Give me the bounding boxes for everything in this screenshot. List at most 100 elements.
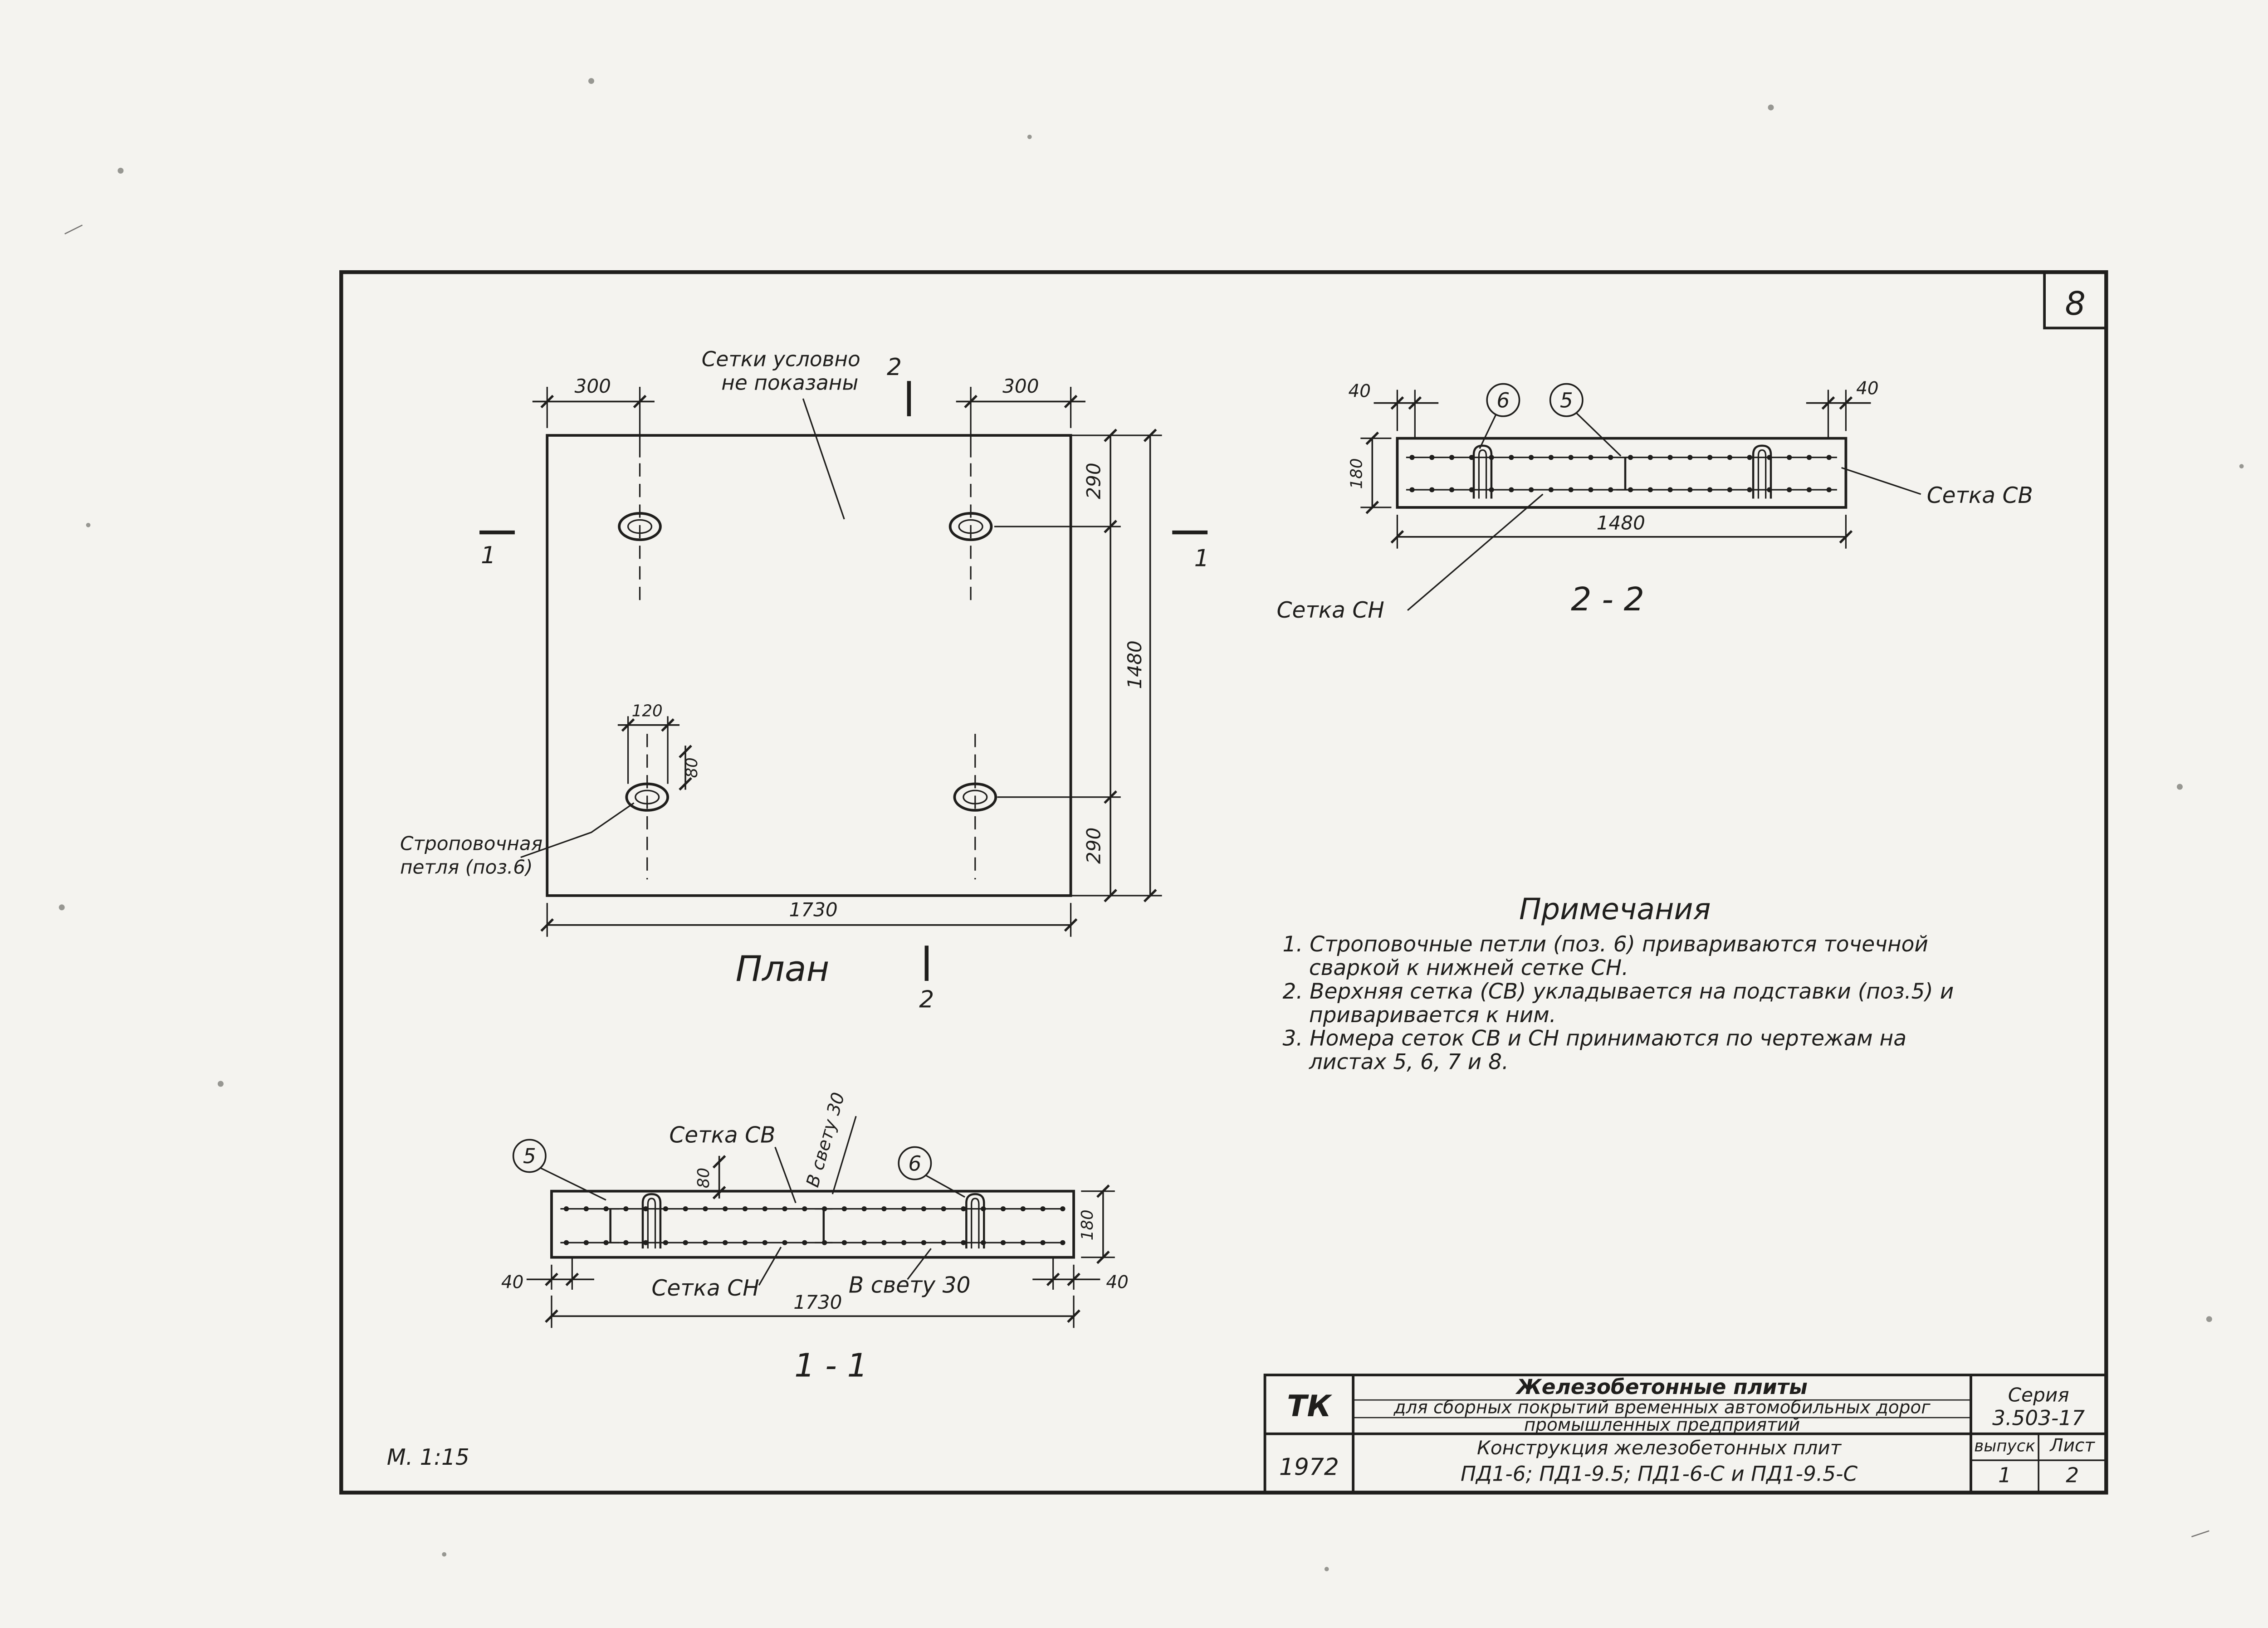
section-2-2-dim-180: 180	[1348, 431, 1392, 514]
callout-5-section-1-1: 5	[512, 1139, 606, 1201]
svg-text:2: 2	[887, 354, 902, 381]
dim-80-plan: 80	[683, 757, 701, 778]
section-2-2-loop-right	[1752, 444, 1772, 499]
svg-text:40: 40	[1856, 378, 1879, 399]
dim-1480-plan: 1480	[1124, 640, 1146, 689]
section-1-1-label-cb: Сетка СВ	[669, 1123, 797, 1204]
svg-text:6: 6	[908, 1151, 921, 1175]
sheet-value: 2	[2066, 1463, 2079, 1487]
section-1-1-dim-180: 180	[1078, 1184, 1115, 1264]
issue-label: выпуск	[1974, 1437, 2035, 1456]
scale-note: М. 1:15	[387, 1445, 469, 1470]
callout-5-section-2-2: 5	[1549, 383, 1622, 457]
plan-loop-label: Строповочная петля (поз.6)	[400, 802, 635, 878]
note-3-line-2: листах 5, 6, 7 и 8.	[1309, 1050, 1509, 1075]
section-1-1-dim-1730: 1730	[545, 1291, 1080, 1328]
subtitle-line-2: ПД1-6; ПД1-9.5; ПД1-6-С и ПД1-9.5-С	[1461, 1462, 1857, 1486]
dim-300-left: 300	[575, 375, 611, 397]
callout-6-section-1-1: 6	[898, 1146, 965, 1198]
section-mark-2-bottom: 2	[919, 946, 934, 1013]
doc-title-line-2: для сборных покрытий временных автомобил…	[1393, 1397, 1931, 1418]
doc-title-line-1: Железобетонные плиты	[1515, 1375, 1808, 1399]
series-value: 3.503-17	[1992, 1406, 2085, 1430]
plan-dim-top: 300 300	[532, 375, 1085, 458]
svg-text:40: 40	[1349, 381, 1371, 402]
note-2-line-2: приваривается к ним.	[1309, 1003, 1556, 1028]
note-3-line-1: 3. Номера сеток СВ и СН принимаются по ч…	[1282, 1026, 1906, 1051]
svg-text:2: 2	[919, 986, 934, 1013]
section-mark-2-top: 2	[887, 354, 911, 416]
section-1-1: 5 6 Сетка СВ В свету 30 80	[501, 1090, 1129, 1384]
issue-value: 1	[1998, 1463, 2011, 1487]
section-1-1-loop-left	[641, 1193, 662, 1249]
doc-title-line-3: промышленных предприятий	[1524, 1415, 1800, 1435]
plan-slab-outline	[546, 434, 1072, 897]
title-block: ТК 1972 Железобетонные плиты для сборных…	[1263, 1374, 2108, 1494]
note-1-line-2: сваркой к нижней сетке СН.	[1309, 955, 1628, 980]
svg-text:не показаны: не показаны	[721, 371, 858, 395]
scan-speckles	[59, 78, 2244, 1571]
plan-dim-right: 290 290 1480	[994, 429, 1162, 902]
paper-background	[0, 22, 2268, 1606]
section-1-1-loop-right	[965, 1193, 985, 1249]
notes: Примечания 1. Строповочные петли (поз. 6…	[1282, 892, 1954, 1075]
section-2-2: 40 40 180 1480	[1277, 378, 2033, 623]
dim-290-bottom: 290	[1082, 827, 1105, 863]
svg-text:Сетка СВ: Сетка СВ	[1927, 483, 2033, 508]
section-mark-1-left: 1	[479, 530, 515, 569]
section-1-1-clear-bottom: В свету 30	[849, 1248, 971, 1298]
plan-title: План	[736, 949, 830, 989]
svg-text:40: 40	[501, 1272, 524, 1293]
section-2-2-loop-left	[1472, 444, 1493, 499]
section-1-1-dim-80: 80	[694, 1155, 726, 1199]
section-1-1-dim-40-left: 40	[501, 1257, 594, 1293]
svg-text:Строповочная: Строповочная	[400, 832, 543, 854]
note-2-line-1: 2. Верхняя сетка (СВ) укладывается на по…	[1282, 979, 1954, 1004]
section-1-1-slab	[550, 1189, 1075, 1259]
title-block-org: ТК	[1287, 1389, 1332, 1423]
svg-text:Сетки условно: Сетки условно	[702, 347, 860, 371]
title-block-year: 1972	[1279, 1454, 1339, 1481]
section-2-2-label-cb: Сетка СВ	[1841, 467, 2033, 508]
section-2-2-dim-40-left: 40	[1349, 381, 1439, 439]
section-mark-1-right: 1	[1172, 530, 1209, 572]
svg-text:1480: 1480	[1597, 512, 1645, 534]
svg-text:Сетка СН: Сетка СН	[1277, 598, 1384, 623]
note-1-line-1: 1. Строповочные петли (поз. 6) приварива…	[1282, 932, 1928, 957]
sheet-label: Лист	[2049, 1436, 2095, 1456]
drawing-frame: 8	[339, 270, 2108, 1495]
svg-text:1: 1	[1194, 545, 1209, 572]
dim-290-top: 290	[1082, 463, 1105, 499]
series-label: Серия	[2008, 1384, 2069, 1406]
section-2-2-dim-1480: 1480	[1390, 512, 1853, 549]
section-1-1-title: 1 - 1	[794, 1346, 868, 1384]
notes-title: Примечания	[1519, 892, 1711, 926]
section-1-1-label-ch: Сетка СН	[651, 1247, 782, 1301]
callout-6-section-2-2: 6	[1479, 383, 1520, 449]
section-1-1-supports	[601, 1208, 833, 1243]
svg-text:5: 5	[523, 1144, 536, 1168]
svg-text:180: 180	[1348, 458, 1366, 489]
svg-text:80: 80	[694, 1168, 713, 1188]
svg-text:петля (поз.6): петля (поз.6)	[400, 856, 533, 878]
subtitle-line-1: Конструкция железобетонных плит	[1477, 1437, 1842, 1459]
svg-text:1730: 1730	[793, 1291, 842, 1313]
section-2-2-title: 2 - 2	[1571, 580, 1644, 618]
plan-dim-loop: 120 80	[617, 702, 701, 791]
dim-120: 120	[632, 702, 663, 720]
svg-text:6: 6	[1496, 388, 1510, 412]
svg-text:1: 1	[481, 542, 496, 569]
svg-text:5: 5	[1560, 388, 1573, 412]
sheet-number: 8	[2065, 285, 2086, 322]
svg-text:Сетка СН: Сетка СН	[651, 1276, 759, 1301]
plan-mesh-note: Сетки условно не показаны	[702, 347, 860, 520]
section-2-2-dim-40-right: 40	[1806, 378, 1879, 439]
section-2-2-support	[1616, 457, 1634, 491]
section-2-2-slab	[1396, 437, 1848, 509]
plan-view: 300 300 2 2 1 1	[400, 347, 1209, 1014]
section-1-1-dim-40-right: 40	[1032, 1257, 1129, 1293]
svg-text:Сетка СВ: Сетка СВ	[669, 1123, 775, 1148]
dim-1730-plan: 1730	[789, 898, 838, 921]
sheet-number-box	[2043, 271, 2108, 330]
